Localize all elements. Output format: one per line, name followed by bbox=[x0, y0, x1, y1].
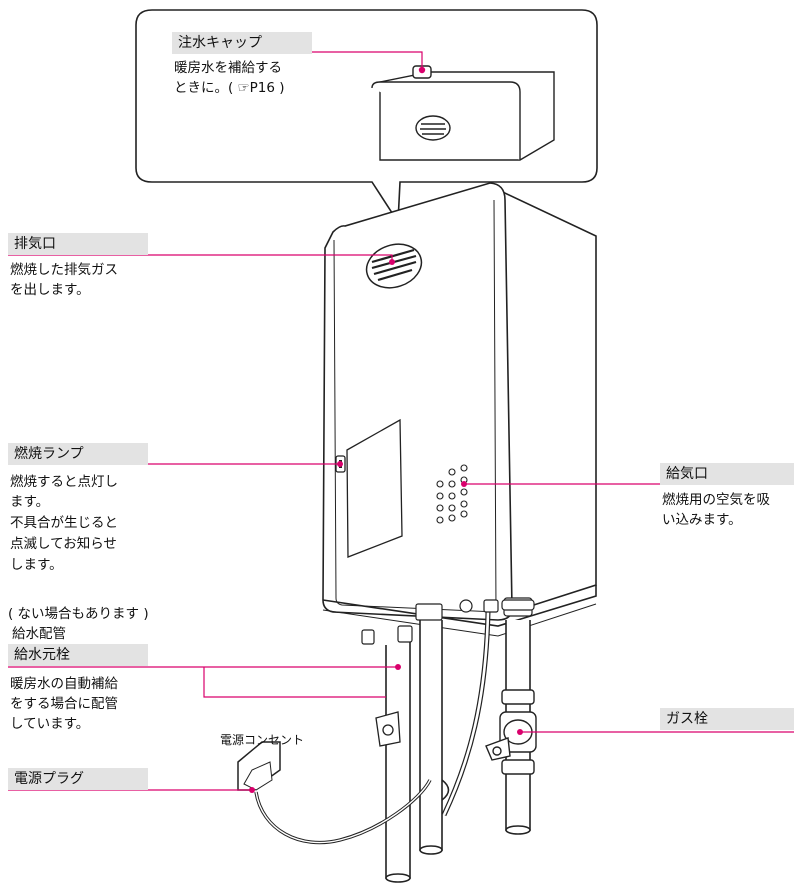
callout-unit-detail bbox=[371, 65, 555, 161]
exhaust-text-2: を出します。 bbox=[10, 282, 90, 298]
water-title-1: 給水配管 bbox=[12, 626, 66, 642]
callout-text-1: 暖房水を補給する bbox=[174, 60, 282, 76]
water-text-1: 暖房水の自動補給 bbox=[10, 676, 118, 692]
lamp-text-5: します。 bbox=[10, 557, 63, 573]
fittings bbox=[361, 597, 535, 645]
power-outlet bbox=[237, 741, 281, 791]
exhaust-text-1: 燃焼した排気ガス bbox=[10, 262, 118, 278]
water-title-2: 給水元栓 bbox=[8, 644, 148, 666]
intake-text-2: い込みます。 bbox=[662, 512, 742, 528]
lamp-text-1: 燃焼すると点灯し bbox=[10, 474, 118, 490]
exhaust-title: 排気口 bbox=[8, 233, 148, 255]
water-valve bbox=[375, 711, 401, 747]
plug-title: 電源プラグ bbox=[8, 768, 148, 790]
gas-title: ガス栓 bbox=[660, 708, 794, 730]
callout-title: 注水キャップ bbox=[172, 32, 312, 54]
intake-holes bbox=[436, 464, 468, 524]
lamp-text-4: 点滅してお知らせ bbox=[10, 536, 117, 552]
water-text-3: しています。 bbox=[10, 716, 90, 732]
hose bbox=[441, 611, 491, 817]
outlet-label: 電源コンセント bbox=[220, 733, 305, 747]
water-text-2: をする場合に配管 bbox=[10, 696, 118, 712]
water-note: ( ない場合もあります ) bbox=[8, 606, 149, 622]
lamp-title: 燃焼ランプ bbox=[8, 443, 148, 465]
lamp-text-2: ます。 bbox=[10, 494, 50, 510]
lamp-text-3: 不具合が生じると bbox=[10, 515, 118, 531]
leader-points bbox=[337, 259, 523, 735]
intake-text-1: 燃焼用の空気を吸 bbox=[662, 492, 770, 508]
intake-title: 給気口 bbox=[660, 463, 794, 485]
callout-text-2: ときに。( ☞P16 ) bbox=[174, 80, 285, 96]
heater-body bbox=[322, 182, 597, 637]
callout-balloon bbox=[135, 9, 598, 225]
